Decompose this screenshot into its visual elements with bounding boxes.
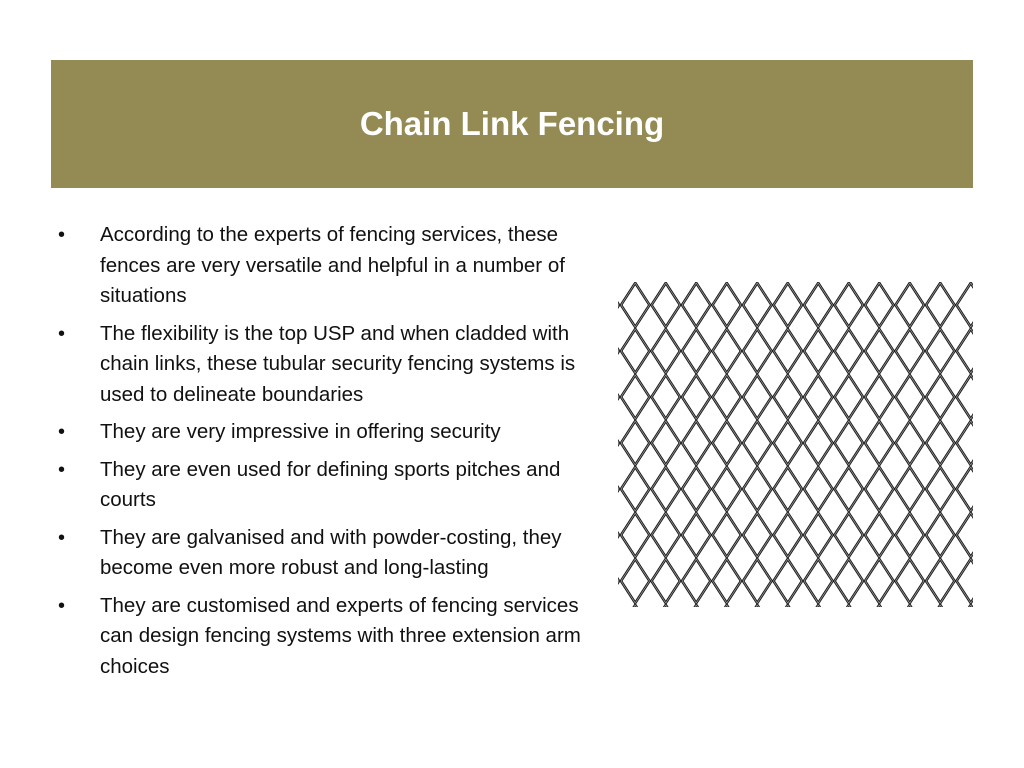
bullet-item: • According to the experts of fencing ser… xyxy=(58,220,588,312)
bullet-item: • They are galvanised and with powder-cos… xyxy=(58,523,588,584)
chain-link-mesh-icon xyxy=(618,282,973,607)
bullet-text: The flexibility is the top USP and when … xyxy=(100,321,576,406)
bullet-text: According to the experts of fencing serv… xyxy=(100,223,565,307)
bullet-text: They are even used for defining sports p… xyxy=(100,457,561,512)
bullet-item: • They are very impressive in offering se… xyxy=(58,417,588,448)
bullet-marker: • xyxy=(58,421,66,443)
slide-title: Chain Link Fencing xyxy=(359,105,665,142)
bullet-marker: • xyxy=(58,458,66,481)
bullet-text: They are customised and experts of fenci… xyxy=(100,593,581,678)
bullet-marker: • xyxy=(58,322,66,345)
bullet-marker: • xyxy=(58,594,66,617)
bullet-text: They are galvanised and with powder-cost… xyxy=(100,525,562,580)
bullet-list: • According to the experts of fencing ser… xyxy=(58,220,588,689)
mesh-field xyxy=(618,282,973,607)
bullet-item: • The flexibility is the top USP and when… xyxy=(58,319,588,411)
bullet-item: • They are customised and experts of fenc… xyxy=(58,591,588,683)
bullet-item: • They are even used for defining sports … xyxy=(58,455,588,516)
title-band: Chain Link Fencing xyxy=(51,60,973,188)
bullet-text: They are very impressive in offering sec… xyxy=(100,420,501,443)
bullet-marker: • xyxy=(58,224,66,246)
bullet-marker: • xyxy=(58,526,66,549)
